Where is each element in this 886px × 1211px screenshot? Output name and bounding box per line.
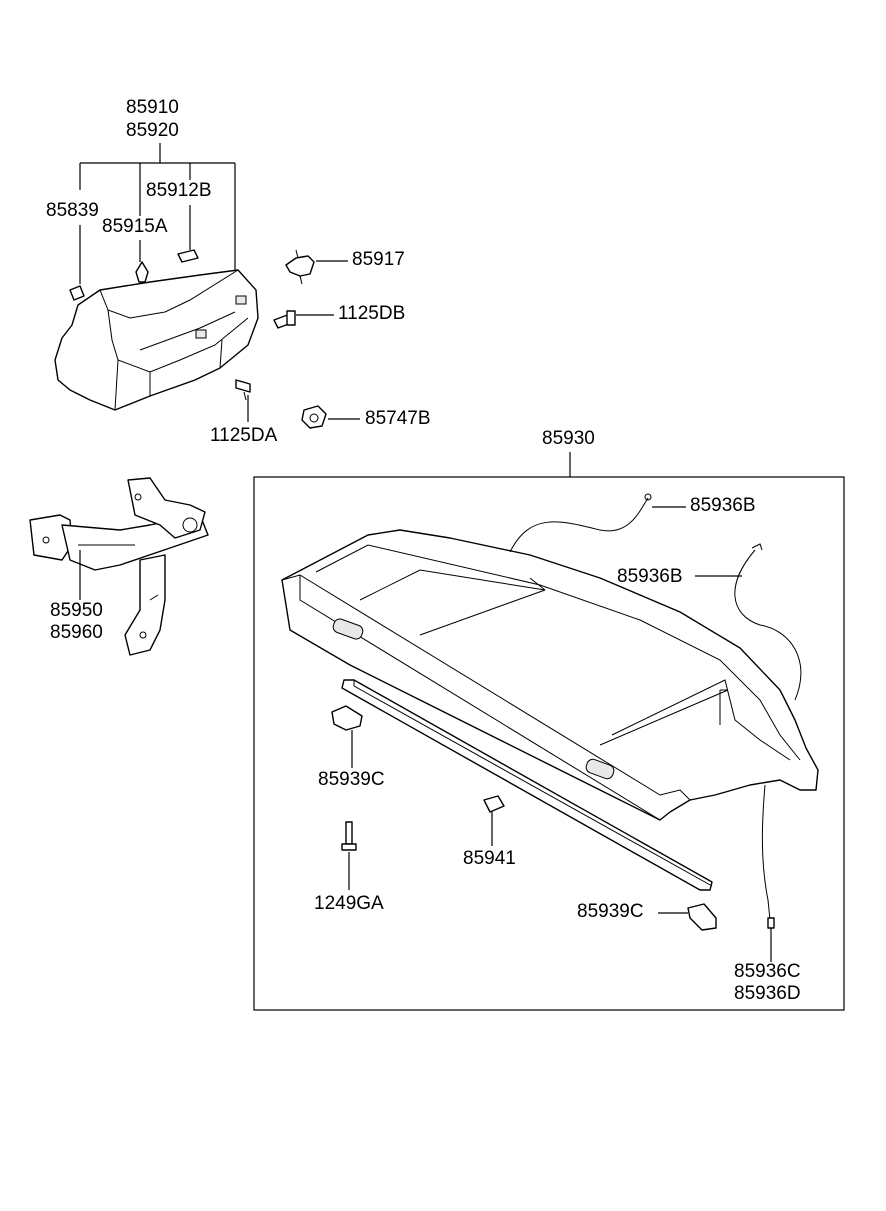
label-85936D: 85936D [734,983,801,1004]
leader-85910 [79,143,236,284]
label-85960: 85960 [50,622,103,643]
strip-85941[interactable] [341,679,713,891]
bracket-85950[interactable] [29,477,209,656]
label-85939C-left: 85939C [318,769,385,790]
package-tray[interactable] [281,529,819,821]
clip-85912B[interactable] [177,249,199,263]
label-85939C-right: 85939C [577,901,644,922]
cord-85936C[interactable] [761,784,775,962]
clip-85939C-right[interactable] [658,903,717,931]
label-85920: 85920 [126,120,179,141]
side-trim-part[interactable] [54,269,259,411]
clip-85839[interactable] [69,285,85,301]
label-1249GA: 1249GA [314,893,384,914]
bolt-1249GA[interactable] [341,821,357,890]
label-85839: 85839 [46,200,99,221]
label-85936B-upper: 85936B [690,495,756,516]
label-1125DA: 1125DA [210,425,278,446]
label-85910: 85910 [126,97,179,118]
grommet-85747B[interactable] [301,405,360,429]
clip-85915A[interactable] [135,261,149,283]
label-85930: 85930 [542,428,595,449]
label-85917: 85917 [352,249,405,270]
label-85747B: 85747B [365,408,431,429]
label-85936B-lower: 85936B [617,566,683,587]
label-1125DB: 1125DB [338,303,406,324]
label-85915A: 85915A [102,216,168,237]
screw-1125DB[interactable] [273,310,334,329]
clip-85939C-left[interactable] [331,705,363,768]
label-85936C: 85936C [734,961,801,982]
label-85912B: 85912B [146,180,212,201]
clip-85941[interactable] [483,795,505,846]
clip-85917[interactable] [285,249,348,285]
cord-85936B-upper[interactable] [509,493,686,553]
label-85941: 85941 [463,848,516,869]
assembly-box-85930 [253,452,845,1011]
screw-1125DA[interactable] [235,379,251,422]
cord-85936B-lower[interactable] [695,543,802,701]
label-85950: 85950 [50,600,103,621]
